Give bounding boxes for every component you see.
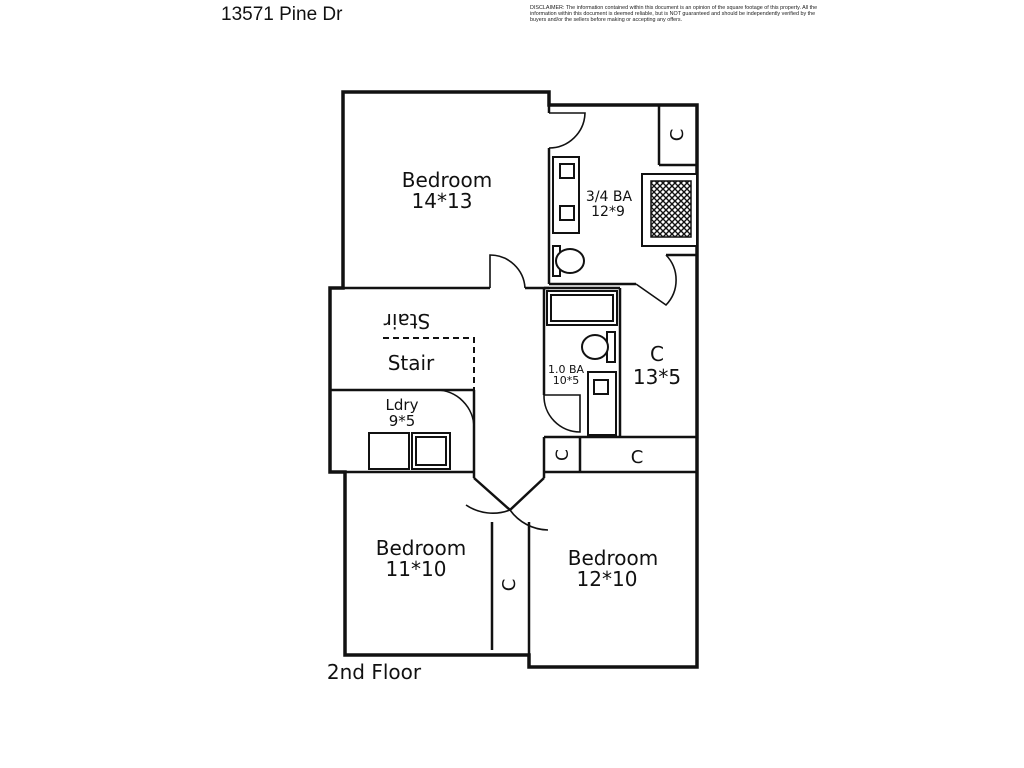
stair-upper-label: Stair <box>383 309 430 333</box>
disclaimer-text: DISCLAIMER: The information contained wi… <box>530 5 818 23</box>
floor-label: 2nd Floor <box>327 660 422 684</box>
bedroom-right-dims: 12*10 <box>577 567 638 591</box>
stair-lower-label: Stair <box>388 351 435 375</box>
interior-walls <box>330 105 697 655</box>
bedroom-left-name: Bedroom <box>376 536 466 560</box>
closet-small-label: C <box>553 449 573 461</box>
bath10-name: 1.0 BA <box>548 363 585 376</box>
closet-large-name: C <box>650 342 664 366</box>
bath10-dims: 10*5 <box>553 374 580 387</box>
fixtures <box>368 156 618 470</box>
closet-large-dims: 13*5 <box>633 365 681 389</box>
shower <box>641 173 698 247</box>
bedroom-right-name: Bedroom <box>568 546 658 570</box>
laundry-dims: 9*5 <box>389 412 416 430</box>
closet-between-label: C <box>499 579 520 592</box>
bedroom-main-dims: 14*13 <box>412 189 473 213</box>
bedroom-left-dims: 11*10 <box>386 557 447 581</box>
closet-hall-label: C <box>631 447 644 468</box>
door-swings <box>435 112 677 531</box>
closet-top-right-label: C <box>667 129 688 142</box>
bath34-dims: 12*9 <box>591 204 625 220</box>
bath34-name: 3/4 BA <box>586 189 633 205</box>
property-address: 13571 Pine Dr <box>221 4 343 25</box>
bedroom-main-name: Bedroom <box>402 168 492 192</box>
room-labels: Bedroom 14*13 3/4 BA 12*9 C Stair Stair … <box>327 129 688 684</box>
stair-dashed-line <box>383 337 475 390</box>
laundry-name: Ldry <box>386 396 419 414</box>
